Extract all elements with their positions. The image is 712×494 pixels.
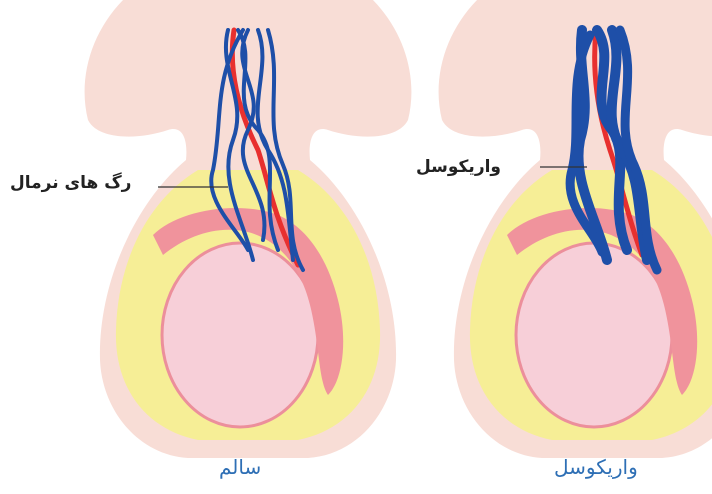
varicocele-illustration [439,0,712,458]
varicocele-caption: واریکوسل [554,455,638,479]
healthy-caption: سالم [219,455,261,479]
normal-veins-label: رگ های نرمال [10,173,131,193]
healthy-illustration [85,0,412,458]
varicocele-label: واریکوسل [416,157,501,177]
